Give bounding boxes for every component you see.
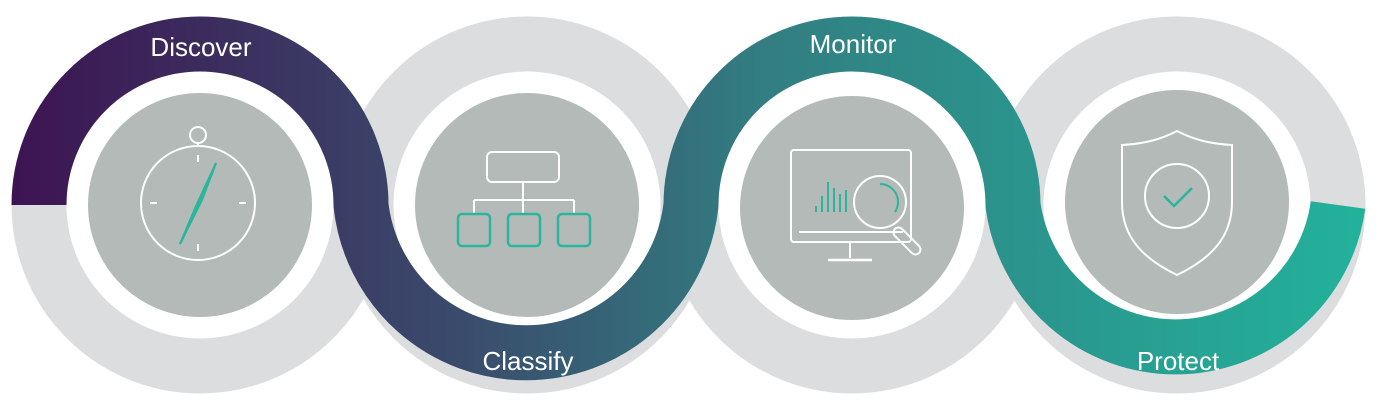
disc-classify (415, 93, 639, 317)
compass-icon (140, 126, 256, 261)
process-ribbon (11, 16, 1366, 381)
label-monitor: Monitor (810, 29, 897, 59)
disc-monitor (740, 96, 964, 320)
hierarchy-icon (456, 151, 592, 248)
shield-check-icon (1121, 129, 1233, 277)
label-classify: Classify (482, 346, 573, 376)
label-protect: Protect (1137, 346, 1220, 376)
label-discover: Discover (150, 32, 251, 62)
monitor-search-icon (790, 149, 922, 262)
